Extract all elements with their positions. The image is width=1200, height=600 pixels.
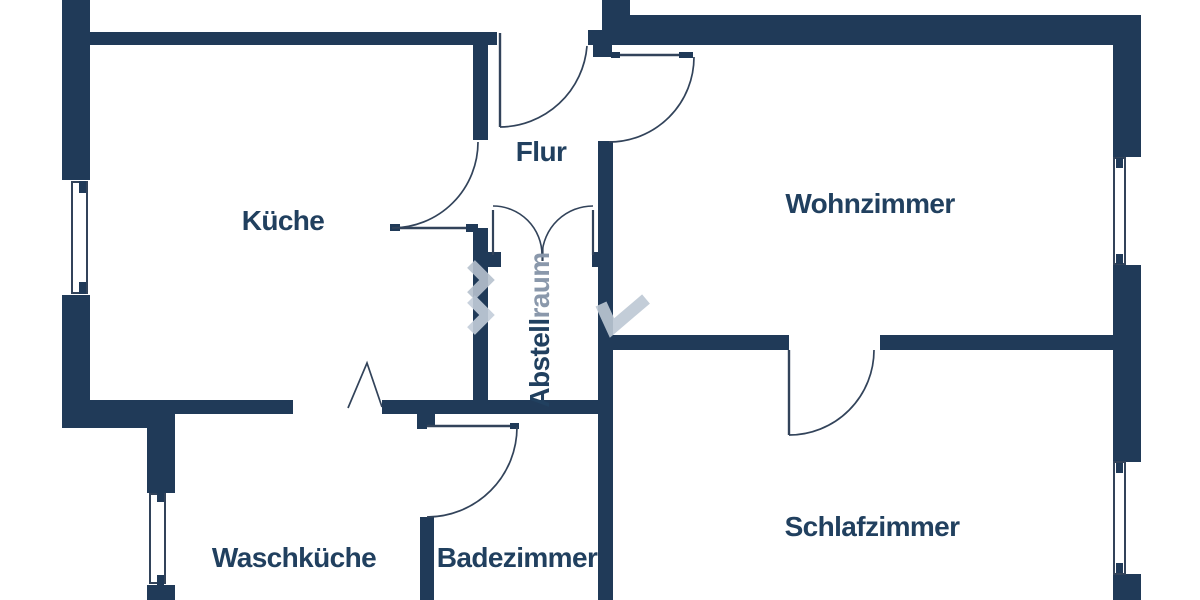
wall-wohnzimmer-schlafzimmer-right — [880, 335, 1113, 350]
window-kueche — [71, 181, 88, 294]
wall-outer-right-middle — [1113, 265, 1141, 462]
door-schlafzimmer — [787, 349, 875, 436]
wall-top-stub-entrance — [602, 0, 630, 30]
wall-waschkueche-badezimmer — [420, 517, 434, 600]
door-entrance — [498, 33, 588, 128]
wall-kueche-flur — [473, 45, 488, 140]
door-abstellraum-double — [491, 205, 595, 261]
wall-top-right-section — [630, 15, 1141, 45]
watermark-chevron-3 — [595, 294, 650, 338]
watermark-chevron-2 — [467, 295, 495, 335]
door-kueche — [390, 141, 479, 232]
wall-waschkueche-left-lower — [147, 585, 175, 600]
doors — [347, 33, 875, 518]
door-badezimmer — [417, 423, 519, 518]
room-label-flur: Flur — [515, 136, 567, 167]
watermark-logo — [467, 260, 650, 338]
door-waschkueche — [347, 360, 383, 409]
window-waschkueche — [149, 492, 166, 585]
wall-entrance-frame — [588, 30, 630, 45]
wall-abstellraum-bottom — [382, 400, 613, 414]
room-label-waschkueche: Waschküche — [211, 542, 377, 573]
watermark-chevron-1 — [467, 260, 495, 300]
room-label-abstellraum: Abstellraum — [524, 252, 556, 407]
wall-outer-left-upper — [62, 0, 90, 180]
room-label-abstellraum-part1: Abstell — [524, 318, 555, 408]
windows — [71, 157, 1126, 585]
room-label-badezimmer: Badezimmer — [436, 542, 598, 573]
room-label-wohnzimmer: Wohnzimmer — [785, 188, 955, 219]
wall-outer-right-upper — [1113, 30, 1141, 157]
wall-badezimmer-jamb — [417, 412, 435, 426]
wall-outer-right-lower — [1113, 574, 1141, 600]
walls — [62, 0, 1141, 600]
window-wohnzimmer — [1113, 157, 1126, 265]
room-label-schlafzimmer: Schlafzimmer — [784, 511, 960, 542]
wall-wohnzimmer-schlafzimmer-left — [613, 335, 789, 350]
room-label-abstellraum-part2: raum — [524, 252, 555, 319]
wall-central-vertical — [598, 141, 613, 600]
window-schlafzimmer — [1113, 461, 1126, 575]
door-wohnzimmer — [608, 52, 695, 143]
wall-waschkueche-left-upper — [147, 413, 175, 493]
wall-entrance-jamb — [593, 45, 612, 57]
room-label-kueche: Küche — [241, 205, 325, 236]
wall-top-left-section — [90, 32, 497, 45]
wall-kueche-bottom — [62, 400, 293, 414]
wall-abstellraum-jamb-left — [488, 252, 501, 267]
wall-corner-block — [62, 414, 150, 428]
